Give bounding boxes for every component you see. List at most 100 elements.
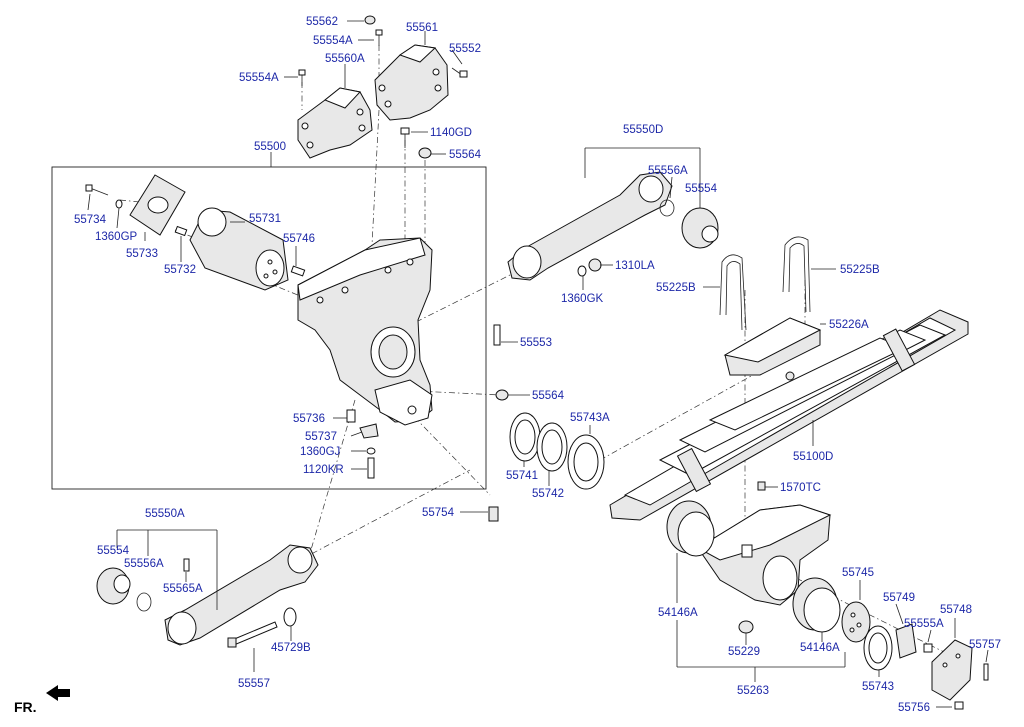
- washer-1360GP[interactable]: [115, 199, 123, 209]
- part-label-55743[interactable]: 55743: [862, 681, 894, 693]
- nut-55562[interactable]: [364, 15, 376, 25]
- part-label-55229[interactable]: 55229: [728, 646, 760, 658]
- part-label-55555A[interactable]: 55555A: [904, 618, 944, 630]
- bearing-54146A-right[interactable]: [792, 577, 841, 633]
- part-label-55553[interactable]: 55553: [520, 337, 552, 349]
- part-label-55754[interactable]: 55754: [422, 507, 455, 519]
- part-label-55733[interactable]: 55733: [126, 248, 158, 260]
- bolt-1140GD[interactable]: [400, 127, 410, 148]
- bolt-1570TC[interactable]: [757, 481, 766, 491]
- part-label-45729B[interactable]: 45729B: [271, 642, 311, 654]
- u-bolt-55225B-left[interactable]: [719, 254, 747, 331]
- spring-bracket-55561[interactable]: [374, 44, 449, 121]
- bush-55736[interactable]: [346, 409, 356, 423]
- part-label-55554-top[interactable]: 55554: [685, 183, 718, 195]
- part-label-55554-bottom[interactable]: 55554: [97, 545, 130, 557]
- u-bolt-55225B-right[interactable]: [782, 236, 811, 313]
- bolt-55552[interactable]: [451, 67, 468, 78]
- part-label-1310LA[interactable]: 1310LA: [615, 260, 655, 272]
- bolt-55734[interactable]: [85, 184, 109, 196]
- part-label-55736[interactable]: 55736: [293, 413, 325, 425]
- part-label-55564-top[interactable]: 55564: [449, 149, 482, 161]
- spring-bracket-55560A[interactable]: [297, 87, 373, 159]
- part-label-55225B-left[interactable]: 55225B: [656, 282, 696, 294]
- trunnion-bracket-55500[interactable]: [297, 237, 433, 426]
- part-label-55552[interactable]: 55552: [449, 43, 481, 55]
- part-label-55743A[interactable]: 55743A: [570, 412, 610, 424]
- nut-55564-top[interactable]: [418, 147, 432, 159]
- bolt-55553[interactable]: [493, 324, 501, 346]
- part-label-55562[interactable]: 55562: [306, 16, 338, 28]
- part-label-55564-mid[interactable]: 55564: [532, 390, 565, 402]
- part-label-1570TC[interactable]: 1570TC: [780, 482, 821, 494]
- part-label-55741[interactable]: 55741: [506, 470, 538, 482]
- grease-nipple-55754[interactable]: [488, 506, 499, 522]
- part-label-55565A[interactable]: 55565A: [163, 583, 203, 595]
- torque-rod-55550D[interactable]: [507, 171, 673, 281]
- part-label-54146A-right[interactable]: 54146A: [800, 642, 840, 654]
- part-label-55732[interactable]: 55732: [164, 264, 196, 276]
- bearing-54146A-left[interactable]: [666, 500, 715, 557]
- cover-plate-55733[interactable]: [129, 174, 186, 236]
- part-label-55554A-top[interactable]: 55554A: [313, 35, 353, 47]
- part-label-55746[interactable]: 55746: [283, 233, 315, 245]
- bolt-55555A[interactable]: [923, 643, 933, 653]
- seal-55743[interactable]: [863, 625, 893, 671]
- spring-pad-55226A[interactable]: [723, 317, 822, 376]
- cover-55748[interactable]: [931, 639, 973, 701]
- part-label-1360GK[interactable]: 1360GK: [561, 293, 604, 305]
- part-label-55734[interactable]: 55734: [74, 214, 107, 226]
- retainer-55745[interactable]: [841, 601, 871, 643]
- pin-55746[interactable]: [290, 265, 306, 277]
- part-label-55100D[interactable]: 55100D: [793, 451, 833, 463]
- part-label-55500[interactable]: 55500: [254, 141, 286, 153]
- pin-55732[interactable]: [174, 225, 188, 237]
- washer-45729B[interactable]: [283, 607, 297, 627]
- part-label-55557[interactable]: 55557: [238, 678, 270, 690]
- washer-1360GJ[interactable]: [366, 447, 376, 455]
- part-label-54146A-left[interactable]: 54146A: [658, 607, 698, 619]
- pin-55757[interactable]: [983, 663, 989, 681]
- part-label-55550A[interactable]: 55550A: [145, 508, 185, 520]
- trunnion-shaft-55731[interactable]: [189, 207, 289, 291]
- snap-ring-55556A-top[interactable]: [659, 199, 675, 217]
- bolt-55554A-left[interactable]: [298, 69, 306, 86]
- part-label-55225B-right[interactable]: 55225B: [840, 264, 880, 276]
- bolt-1120KR[interactable]: [367, 457, 375, 479]
- snap-ring-55556A-bottom[interactable]: [136, 592, 152, 612]
- part-label-55756[interactable]: 55756: [898, 702, 930, 714]
- part-label-55560A[interactable]: 55560A: [325, 53, 365, 65]
- part-label-55554A-left[interactable]: 55554A: [239, 72, 279, 84]
- part-label-55749[interactable]: 55749: [883, 592, 915, 604]
- part-label-55742[interactable]: 55742: [532, 488, 564, 500]
- leaf-spring-55100D[interactable]: [609, 309, 969, 521]
- part-label-55757[interactable]: 55757: [969, 639, 1001, 651]
- seal-55743A[interactable]: [567, 434, 605, 490]
- bushing-55554-top[interactable]: [681, 207, 719, 249]
- part-label-55561[interactable]: 55561: [406, 22, 438, 34]
- part-label-55556A-bottom[interactable]: 55556A: [124, 558, 164, 570]
- part-label-55737[interactable]: 55737: [305, 431, 337, 443]
- lock-plate-55749[interactable]: [895, 623, 917, 659]
- part-label-55263[interactable]: 55263: [737, 685, 769, 697]
- washer-55742[interactable]: [536, 422, 568, 472]
- part-label-55550D[interactable]: 55550D: [623, 124, 663, 136]
- bushing-55554-bottom[interactable]: [96, 567, 131, 605]
- part-label-55748[interactable]: 55748: [940, 604, 972, 616]
- bracket-55737[interactable]: [359, 423, 379, 439]
- pin-55565A[interactable]: [183, 558, 190, 572]
- torque-rod-55550A[interactable]: [164, 544, 319, 646]
- nut-1310LA[interactable]: [588, 258, 602, 272]
- nut-55564-mid[interactable]: [495, 389, 509, 401]
- bolt-55756[interactable]: [954, 701, 964, 710]
- part-label-55731[interactable]: 55731: [249, 213, 281, 225]
- part-label-55556A-top[interactable]: 55556A: [648, 165, 688, 177]
- washer-55741[interactable]: [509, 412, 541, 462]
- bolt-55557[interactable]: [227, 621, 278, 648]
- part-label-55745[interactable]: 55745: [842, 567, 874, 579]
- washer-1360GK[interactable]: [577, 265, 587, 277]
- nut-55229[interactable]: [738, 620, 754, 634]
- axle-seat-55263[interactable]: [697, 504, 832, 606]
- part-label-1120KR[interactable]: 1120KR: [303, 464, 344, 476]
- part-label-55226A[interactable]: 55226A: [829, 319, 869, 331]
